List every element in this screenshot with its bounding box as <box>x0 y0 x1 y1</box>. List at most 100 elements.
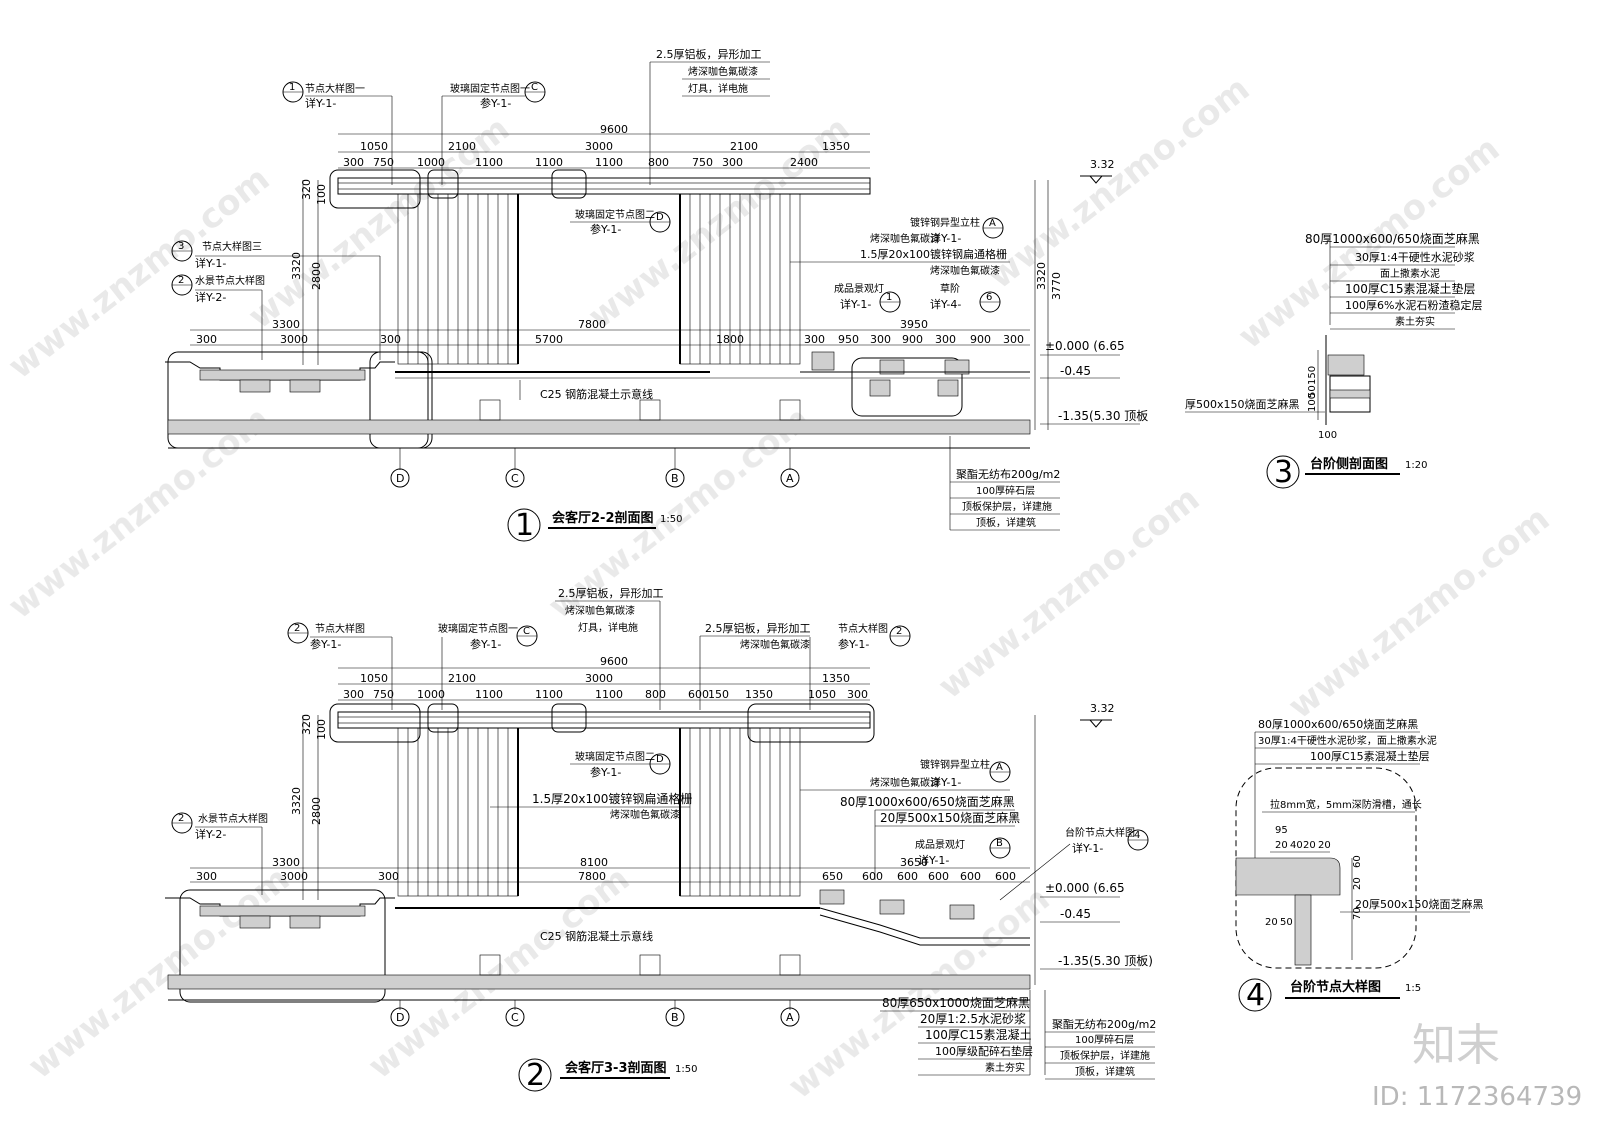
svg-text:100厚级配碎石垫层: 100厚级配碎石垫层 <box>935 1044 1033 1058</box>
svg-text:100厚6%水泥石粉渣稳定层: 100厚6%水泥石粉渣稳定层 <box>1345 298 1482 312</box>
svg-text:玻璃固定节点图一: 玻璃固定节点图一 <box>438 622 518 635</box>
glass1-ref: 参Y-1- <box>480 96 511 110</box>
svg-text:烤深咖色氟碳漆: 烤深咖色氟碳漆 <box>610 808 680 821</box>
section-title-circle <box>1238 978 1272 1012</box>
svg-text:1050: 1050 <box>360 672 388 685</box>
detail-bubble <box>179 889 386 1003</box>
svg-text:3000: 3000 <box>585 672 613 685</box>
svg-text:参Y-1-: 参Y-1- <box>838 637 869 651</box>
svg-text:2100: 2100 <box>448 672 476 685</box>
svg-text:80厚1000x600/650烧面芝麻黑: 80厚1000x600/650烧面芝麻黑 <box>840 794 1015 809</box>
svg-text:A: A <box>989 218 996 229</box>
svg-text:烤深咖色氟碳漆: 烤深咖色氟碳漆 <box>740 638 810 651</box>
svg-text:镀锌钢异型立柱: 镀锌钢异型立柱 <box>910 216 980 229</box>
detail-bubble <box>747 703 875 743</box>
svg-text:300: 300 <box>722 156 743 169</box>
svg-text:4: 4 <box>1134 830 1140 841</box>
svg-text:20: 20 <box>1275 840 1288 851</box>
svg-text:1100: 1100 <box>595 156 623 169</box>
svg-text:20厚500x150烧面芝麻黑: 20厚500x150烧面芝麻黑 <box>1355 897 1484 911</box>
svg-text:2: 2 <box>896 626 902 637</box>
section-title: 会客厅3-3剖面图 <box>565 1060 667 1076</box>
svg-text:20厚1:2.5水泥砂浆: 20厚1:2.5水泥砂浆 <box>920 1011 1026 1026</box>
svg-text:D: D <box>656 754 664 765</box>
svg-text:参Y-1-: 参Y-1- <box>470 637 501 651</box>
svg-text:100: 100 <box>315 719 328 740</box>
svg-text:600: 600 <box>960 870 981 883</box>
svg-text:节点大样图三: 节点大样图三 <box>202 240 262 253</box>
svg-text:9600: 9600 <box>600 655 628 668</box>
svg-text:2: 2 <box>178 275 184 286</box>
svg-text:镀锌钢异型立柱: 镀锌钢异型立柱 <box>920 758 990 771</box>
grille-right <box>679 727 801 897</box>
svg-text:100厚C15素混凝土垫层: 100厚C15素混凝土垫层 <box>1345 281 1476 296</box>
svg-text:2: 2 <box>178 813 184 824</box>
svg-text:节点大样图: 节点大样图 <box>315 622 365 635</box>
svg-text:300: 300 <box>196 333 217 346</box>
svg-text:600: 600 <box>995 870 1016 883</box>
section-title: 会客厅2-2剖面图 <box>552 510 654 526</box>
svg-text:100: 100 <box>1307 393 1318 412</box>
svg-text:节点大样图: 节点大样图 <box>838 622 888 635</box>
svg-text:1050: 1050 <box>360 140 388 153</box>
svg-text:顶板保护层，详建施: 顶板保护层，详建施 <box>962 500 1052 513</box>
grille-right <box>679 193 801 365</box>
detail-bubble <box>427 169 459 199</box>
svg-text:1000: 1000 <box>417 688 445 701</box>
svg-text:1:5: 1:5 <box>1405 983 1421 994</box>
svg-text:150: 150 <box>708 688 729 701</box>
svg-text:300: 300 <box>343 156 364 169</box>
svg-text:100厚碎石层: 100厚碎石层 <box>976 484 1035 497</box>
grille-left <box>397 193 519 365</box>
svg-text:2100: 2100 <box>448 140 476 153</box>
svg-text:800: 800 <box>645 688 666 701</box>
svg-text:1100: 1100 <box>535 156 563 169</box>
svg-text:80厚650x1000烧面芝麻黑: 80厚650x1000烧面芝麻黑 <box>882 995 1030 1010</box>
svg-text:750: 750 <box>692 156 713 169</box>
svg-text:D: D <box>656 212 664 223</box>
svg-text:3300: 3300 <box>272 318 300 331</box>
svg-text:100厚C15素混凝土垫层: 100厚C15素混凝土垫层 <box>1310 749 1430 763</box>
detail-bubble <box>427 703 459 733</box>
svg-text:顶板，详建筑: 顶板，详建筑 <box>976 516 1036 529</box>
svg-text:面上撒素水泥: 面上撒素水泥 <box>1380 267 1440 280</box>
svg-text:详Y-2-: 详Y-2- <box>195 290 226 304</box>
node1-label: 节点大样图一 <box>305 82 365 95</box>
svg-text:灯具，详电施: 灯具，详电施 <box>578 621 638 634</box>
svg-text:3000: 3000 <box>585 140 613 153</box>
svg-text:650: 650 <box>822 870 843 883</box>
svg-text:1.5厚20x100镀锌钢扁通格栅: 1.5厚20x100镀锌钢扁通格栅 <box>860 247 1007 261</box>
svg-text:详Y-1-: 详Y-1- <box>930 231 961 245</box>
svg-text:300: 300 <box>380 333 401 346</box>
svg-text:参Y-1-: 参Y-1- <box>590 765 621 779</box>
svg-text:9600: 9600 <box>600 123 628 136</box>
svg-text:顶板保护层，详建施: 顶板保护层，详建施 <box>1060 1049 1150 1062</box>
svg-text:2800: 2800 <box>310 797 323 825</box>
svg-text:3320: 3320 <box>290 787 303 815</box>
svg-text:300: 300 <box>378 870 399 883</box>
svg-text:成品景观灯: 成品景观灯 <box>834 283 884 295</box>
section-title: 台阶侧剖面图 <box>1310 456 1388 472</box>
svg-text:40: 40 <box>1290 840 1303 851</box>
svg-text:详Y-2-: 详Y-2- <box>195 827 226 841</box>
svg-text:8100: 8100 <box>580 856 608 869</box>
svg-text:3.32: 3.32 <box>1090 158 1115 171</box>
svg-text:拉8mm宽，5mm深防滑槽，通长: 拉8mm宽，5mm深防滑槽，通长 <box>1270 798 1422 811</box>
detail-bubble <box>329 703 421 743</box>
svg-text:20: 20 <box>1303 840 1316 851</box>
svg-text:-1.35(5.30 顶板: -1.35(5.30 顶板 <box>1058 409 1148 423</box>
svg-text:1:50: 1:50 <box>675 1064 697 1075</box>
svg-text:5700: 5700 <box>535 333 563 346</box>
svg-text:-0.45: -0.45 <box>1060 907 1091 921</box>
svg-text:聚酯无纺布200g/m2: 聚酯无纺布200g/m2 <box>956 467 1060 481</box>
detail-bubble <box>551 703 587 733</box>
svg-text:参Y-1-: 参Y-1- <box>590 222 621 236</box>
svg-text:B: B <box>996 838 1003 849</box>
svg-text:3320: 3320 <box>290 252 303 280</box>
svg-text:150: 150 <box>1307 366 1318 385</box>
svg-text:B: B <box>671 1011 679 1024</box>
svg-text:20厚500x150烧面芝麻黑: 20厚500x150烧面芝麻黑 <box>880 810 1020 825</box>
svg-text:6: 6 <box>986 292 992 303</box>
node1-ref: 详Y-1- <box>305 96 336 110</box>
svg-text:300: 300 <box>196 870 217 883</box>
